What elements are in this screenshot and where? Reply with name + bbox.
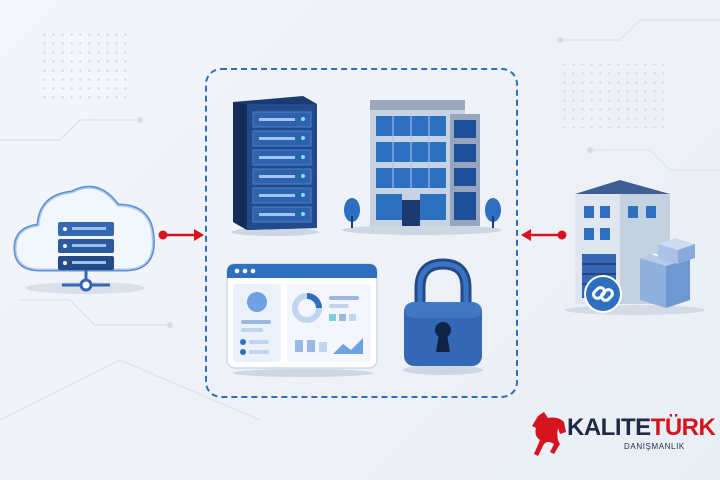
cloud-server-icon xyxy=(13,185,155,294)
integration-frame xyxy=(205,68,518,398)
brand-name-part1: KALITE xyxy=(567,414,651,441)
brand-tagline: DANIŞMANLIK xyxy=(624,442,685,451)
brand-name-part2: TÜRK xyxy=(650,414,716,441)
horse-logo-icon xyxy=(532,412,566,456)
background-dot-pattern xyxy=(560,60,670,130)
padlock-icon xyxy=(403,258,483,375)
server-rack-icon xyxy=(231,96,319,236)
inbound-arrow-right xyxy=(521,229,567,241)
link-badge-icon xyxy=(584,275,622,313)
brand-name: KALITETÜRK xyxy=(567,414,716,441)
office-building-icon xyxy=(342,100,502,235)
warehouse-icon xyxy=(565,180,705,315)
background-dot-pattern xyxy=(40,30,130,100)
inbound-arrow-left xyxy=(158,229,204,241)
dashboard-window-icon xyxy=(226,263,378,377)
